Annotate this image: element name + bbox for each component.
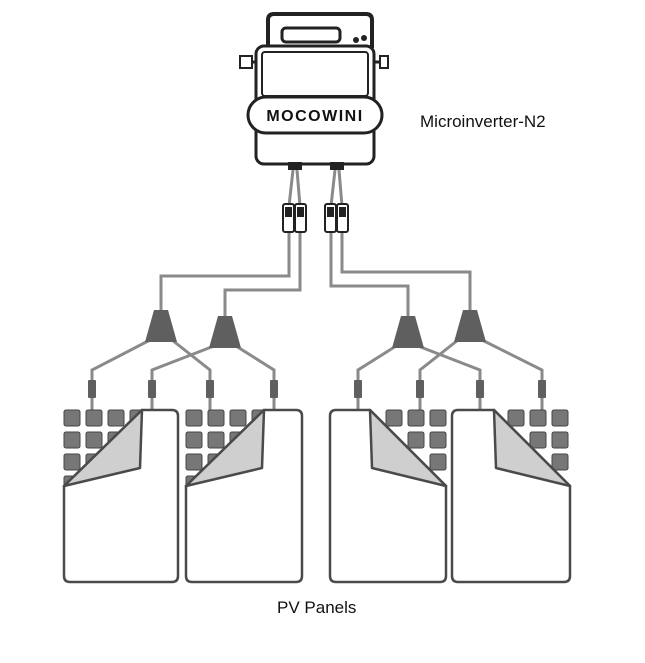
brand-badge: [246, 95, 384, 135]
pv-panel: [450, 408, 572, 584]
mc4-connector: [282, 203, 295, 233]
inverter-handle: [266, 12, 374, 48]
dc-cables: [90, 169, 544, 410]
panel-sheet: [328, 408, 448, 584]
pv-panel: [62, 408, 180, 584]
panel-sheet: [184, 408, 304, 584]
panel-sheet: [62, 408, 180, 584]
brand-logo: MOCOWINI: [266, 108, 363, 125]
y-splitter: [392, 316, 424, 348]
inverter-label: Microinverter-N2: [420, 112, 546, 131]
panel-fold: [492, 408, 572, 488]
pv-panel: [184, 408, 304, 584]
pv-panels-label: PV Panels: [277, 598, 357, 617]
panel-connectors: [88, 380, 546, 398]
y-splitters: [145, 310, 486, 348]
y-splitter: [145, 310, 177, 342]
y-splitter: [209, 316, 241, 348]
panel-fold: [368, 408, 448, 488]
panel-fold: [184, 408, 266, 488]
mc4-connectors: [282, 203, 349, 233]
mc4-connector: [294, 203, 307, 233]
microinverter: MOCOWINI: [239, 12, 389, 170]
mc4-connector: [336, 203, 349, 233]
y-splitter: [454, 310, 486, 342]
panel-fold: [62, 408, 144, 488]
panel-sheet: [450, 408, 572, 584]
inverter-right-mount: [374, 55, 389, 69]
pv-panel: [328, 408, 448, 584]
mc4-connector: [324, 203, 337, 233]
